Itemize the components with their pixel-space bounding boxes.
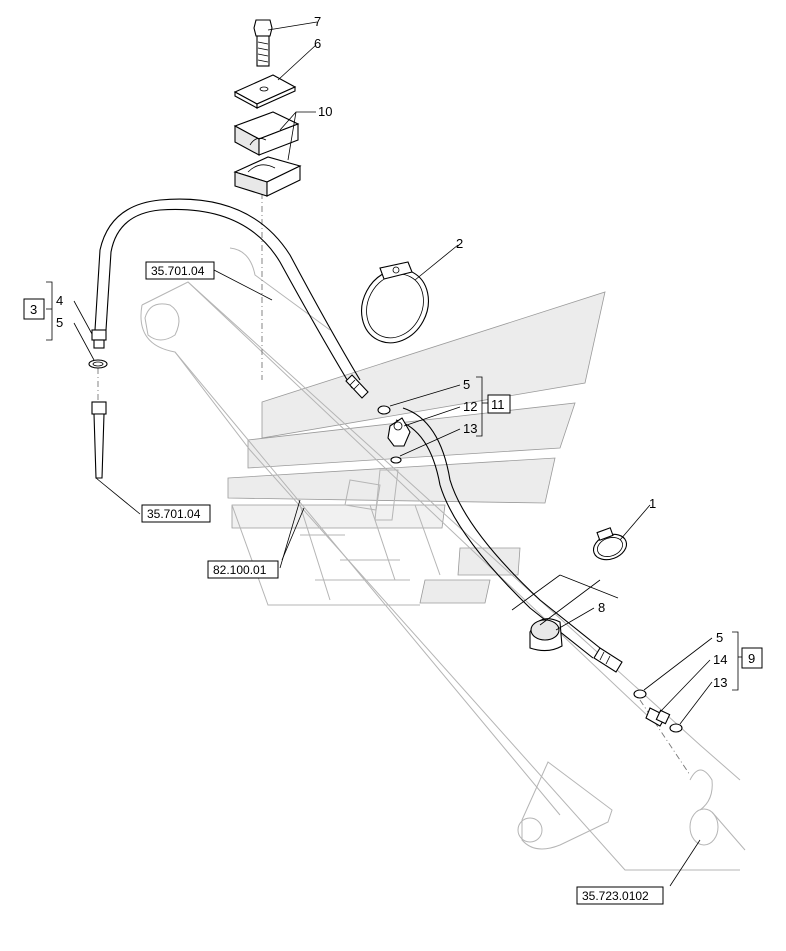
callout-10: 10 xyxy=(318,104,332,119)
svg-text:82.100.01: 82.100.01 xyxy=(213,563,267,577)
seal-ring-5-right xyxy=(633,689,647,699)
callout-13-mid: 13 xyxy=(463,421,477,436)
svg-text:11: 11 xyxy=(491,397,505,412)
group-box-9[interactable]: 9 xyxy=(741,647,763,669)
svg-text:9: 9 xyxy=(748,651,755,666)
svg-text:35.701.04: 35.701.04 xyxy=(151,264,205,278)
callout-1: 1 xyxy=(649,496,656,511)
seal-ring-5-mid xyxy=(377,405,391,415)
hydraulic-hose xyxy=(94,198,601,659)
adapter-fitting-14 xyxy=(645,707,671,727)
callout-14: 14 xyxy=(713,652,727,667)
callout-7: 7 xyxy=(314,14,321,29)
callout-labels: 7 6 10 2 4 5 5 12 13 1 8 5 14 13 xyxy=(56,14,727,690)
elbow-fitting-12 xyxy=(387,417,411,447)
seal-ring-13-right xyxy=(669,723,683,733)
svg-text:3: 3 xyxy=(30,302,37,317)
svg-text:35.723.0102: 35.723.0102 xyxy=(582,889,649,903)
hose-end-left xyxy=(91,329,107,349)
callout-5-mid: 5 xyxy=(463,377,470,392)
ref-box-left[interactable]: 35.701.04 xyxy=(141,504,211,523)
ref-box-mid[interactable]: 82.100.01 xyxy=(207,560,279,579)
group-box-3[interactable]: 3 xyxy=(23,298,45,320)
fitting-axis-right xyxy=(639,699,691,776)
hose-end-right xyxy=(593,647,623,673)
clamp-upper-half xyxy=(233,111,300,156)
bolt-part xyxy=(253,19,273,67)
large-hose-clamp xyxy=(361,261,429,344)
svg-text:35.701.04: 35.701.04 xyxy=(147,507,201,521)
small-hose-clamp xyxy=(592,527,628,561)
ref-box-top[interactable]: 35.701.04 xyxy=(145,261,215,280)
boom-arm xyxy=(140,247,746,871)
watermark-logo xyxy=(227,291,606,606)
hose-end-mid xyxy=(345,374,369,399)
callout-8: 8 xyxy=(598,600,605,615)
leader-lines xyxy=(46,21,742,887)
callout-6: 6 xyxy=(314,36,321,51)
pipe-left xyxy=(91,401,107,479)
callout-4: 4 xyxy=(56,293,63,308)
washer-left xyxy=(88,359,108,369)
group-box-11[interactable]: 11 xyxy=(487,394,511,414)
callout-5-right: 5 xyxy=(716,630,723,645)
callout-2: 2 xyxy=(456,236,463,251)
callout-13-right: 13 xyxy=(713,675,727,690)
washer-plate-part xyxy=(233,74,297,109)
seal-ring-13-mid xyxy=(390,456,402,464)
callout-12: 12 xyxy=(463,399,477,414)
hose-guide-part xyxy=(511,574,619,652)
ref-box-bottom[interactable]: 35.723.0102 xyxy=(576,886,664,905)
mount-bracket-small xyxy=(344,469,399,521)
callout-5-left: 5 xyxy=(56,315,63,330)
clamp-lower-half xyxy=(233,156,302,197)
